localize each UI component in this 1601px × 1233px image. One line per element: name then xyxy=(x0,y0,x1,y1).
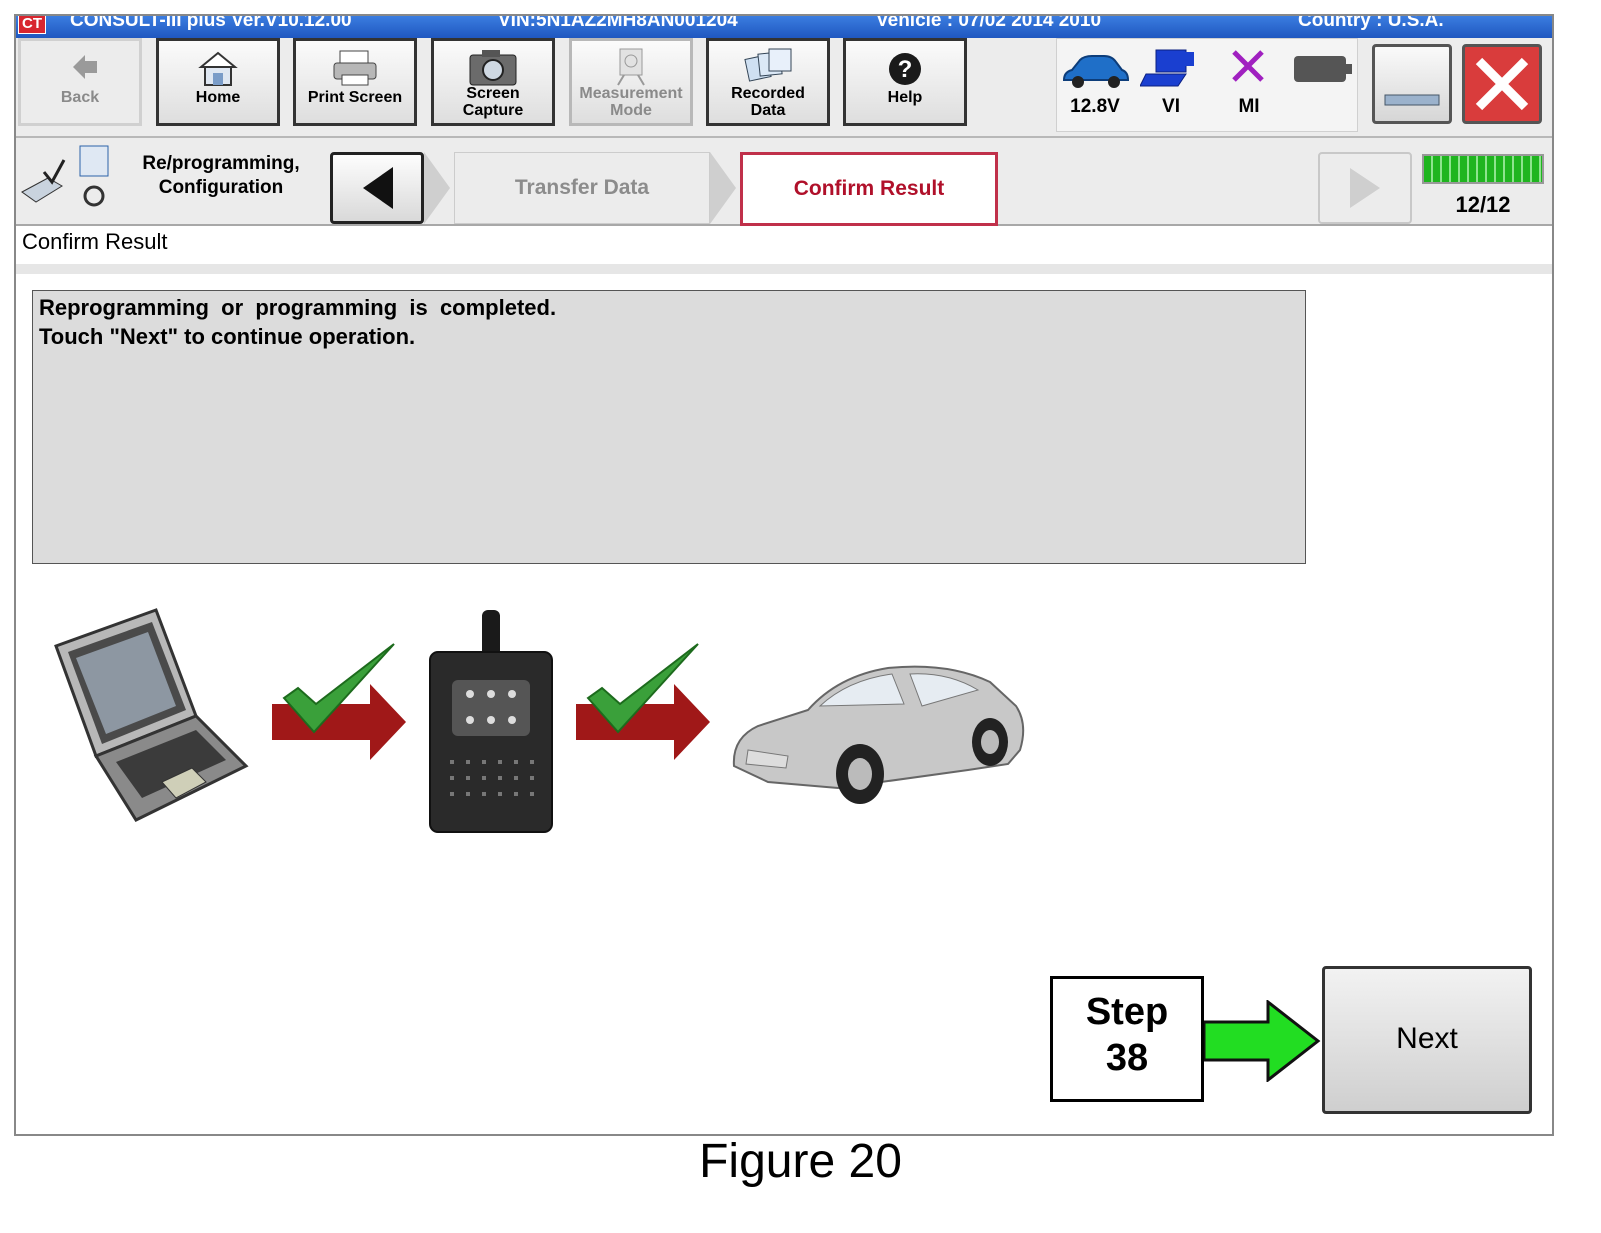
breadcrumb-arrow-2 xyxy=(710,152,740,229)
success-arrow-1 xyxy=(270,640,410,775)
app-version: CONSULT-III plus Ver.V10.12.00 xyxy=(70,16,352,31)
measurement-label-1: Measurement xyxy=(579,85,683,102)
help-icon: ? xyxy=(846,47,964,87)
home-button[interactable]: Home xyxy=(156,38,280,126)
home-label: Home xyxy=(195,89,241,106)
message-line-1: Reprogramming or programming is complete… xyxy=(39,295,557,320)
step-label: Step xyxy=(1085,991,1169,1033)
country-label: Country : U.S.A. xyxy=(1298,16,1444,31)
section-title: Re/programming, Configuration xyxy=(126,152,316,200)
print-screen-button[interactable]: Print Screen xyxy=(293,38,417,126)
recorded-data-label-2: Data xyxy=(750,102,786,119)
screen-capture-label-1: Screen xyxy=(466,85,520,102)
figure-caption: Figure 20 xyxy=(699,1135,902,1188)
camera-icon xyxy=(434,47,552,87)
next-step-arrow-button[interactable] xyxy=(1318,152,1412,224)
vi-label: VI xyxy=(1162,96,1180,117)
close-icon xyxy=(1475,57,1529,111)
progress-label: 12/12 xyxy=(1455,192,1511,217)
car-illustration xyxy=(728,646,1028,811)
vehicle-label: Vehicle : 07/02 2014 2010 xyxy=(876,16,1102,31)
voltage-label: 12.8V xyxy=(1070,96,1120,117)
left-triangle-icon xyxy=(363,167,393,209)
laptop-illustration xyxy=(46,606,256,841)
svg-text:?: ? xyxy=(898,56,913,83)
reprogramming-icon xyxy=(18,142,114,217)
car-battery-icon xyxy=(1060,50,1130,95)
printer-icon xyxy=(296,47,414,87)
back-label: Back xyxy=(60,89,100,106)
next-button[interactable]: Next xyxy=(1322,966,1532,1114)
progress-fill xyxy=(1424,156,1542,182)
recorded-data-label-1: Recorded xyxy=(731,85,805,102)
step-arrow-icon xyxy=(1202,998,1322,1087)
message-box: Reprogramming or programming is complete… xyxy=(32,290,1306,564)
back-arrow-icon xyxy=(21,47,139,87)
help-label: Help xyxy=(887,89,923,106)
status-indicator-icon xyxy=(1294,54,1354,89)
measurement-icon xyxy=(572,47,690,87)
mi-label: MI xyxy=(1238,96,1260,117)
title-bar: CT CONSULT-III plus Ver.V10.12.00 VIN:5N… xyxy=(16,16,1552,38)
step-navigation: Re/programming, Configuration Transfer D… xyxy=(16,138,1552,226)
screen-capture-label-2: Capture xyxy=(462,102,524,119)
vi-interface-icon[interactable] xyxy=(1139,46,1200,93)
section-title-1: Re/programming, xyxy=(142,153,300,174)
measurement-label-2: Mode xyxy=(610,102,652,119)
message-line-2: Touch "Next" to continue operation. xyxy=(39,324,416,349)
breadcrumb-arrow-1 xyxy=(424,152,454,229)
home-icon xyxy=(159,47,277,87)
back-button[interactable]: Back xyxy=(18,38,142,126)
ct-logo: CT xyxy=(18,16,46,34)
breadcrumb-transfer-data[interactable]: Transfer Data xyxy=(454,152,710,224)
recorded-data-icon xyxy=(709,47,827,87)
mi-x-icon[interactable] xyxy=(1228,46,1268,91)
previous-step-button[interactable] xyxy=(330,152,424,224)
section-title-2: Configuration xyxy=(158,177,284,198)
minimize-button[interactable] xyxy=(1372,44,1452,124)
vi-device-illustration xyxy=(426,610,556,839)
breadcrumb-confirm-result[interactable]: Confirm Result xyxy=(740,152,998,226)
step-number: 38 xyxy=(1105,1037,1149,1079)
vin-label: VIN:5N1AZ2MH8AN001204 xyxy=(498,16,738,31)
help-button[interactable]: ? Help xyxy=(843,38,967,126)
divider xyxy=(16,264,1552,274)
status-panel xyxy=(1056,38,1358,132)
step-annotation: Step 38 xyxy=(1050,976,1204,1102)
progress-bar xyxy=(1422,154,1544,184)
minimize-icon xyxy=(1384,94,1440,106)
close-button[interactable] xyxy=(1462,44,1542,124)
print-screen-label: Print Screen xyxy=(307,89,403,106)
success-arrow-2 xyxy=(574,640,714,775)
right-triangle-icon xyxy=(1350,168,1380,208)
consult-window: CT CONSULT-III plus Ver.V10.12.00 VIN:5N… xyxy=(14,14,1554,1136)
page-title: Confirm Result xyxy=(22,229,168,254)
